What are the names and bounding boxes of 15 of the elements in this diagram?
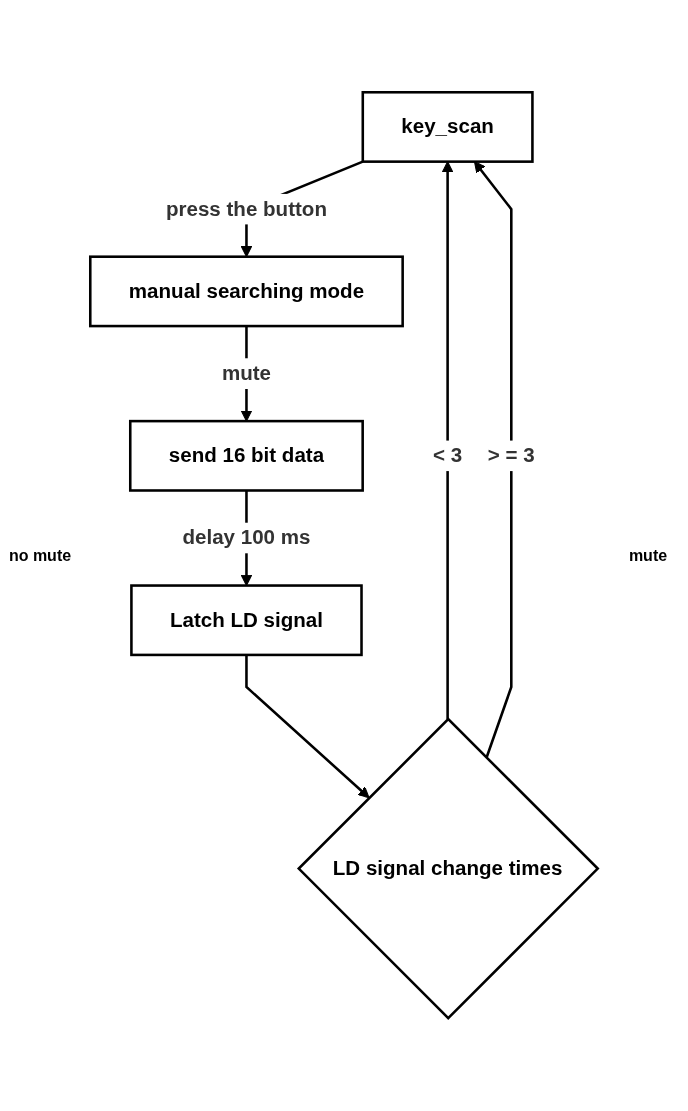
edge-label: > = 3 [487, 444, 535, 467]
edge-label: delay 100 ms [182, 526, 311, 549]
arrow [245, 655, 370, 799]
node-box: key_scan [361, 91, 534, 164]
side-label: no mute [7, 546, 73, 565]
edge-label: press the button [165, 197, 327, 220]
node-box: Latch LD signal [130, 584, 363, 657]
side-label: mute [627, 546, 669, 565]
arrow [473, 161, 513, 759]
edge-label: mute [221, 362, 272, 385]
node-box: manual searching mode [89, 255, 404, 328]
arrow [441, 161, 454, 720]
node-diamond: LD signal change times [296, 717, 600, 1021]
edge-label: < 3 [433, 444, 463, 467]
node-box: send 16 bit data [128, 420, 364, 493]
